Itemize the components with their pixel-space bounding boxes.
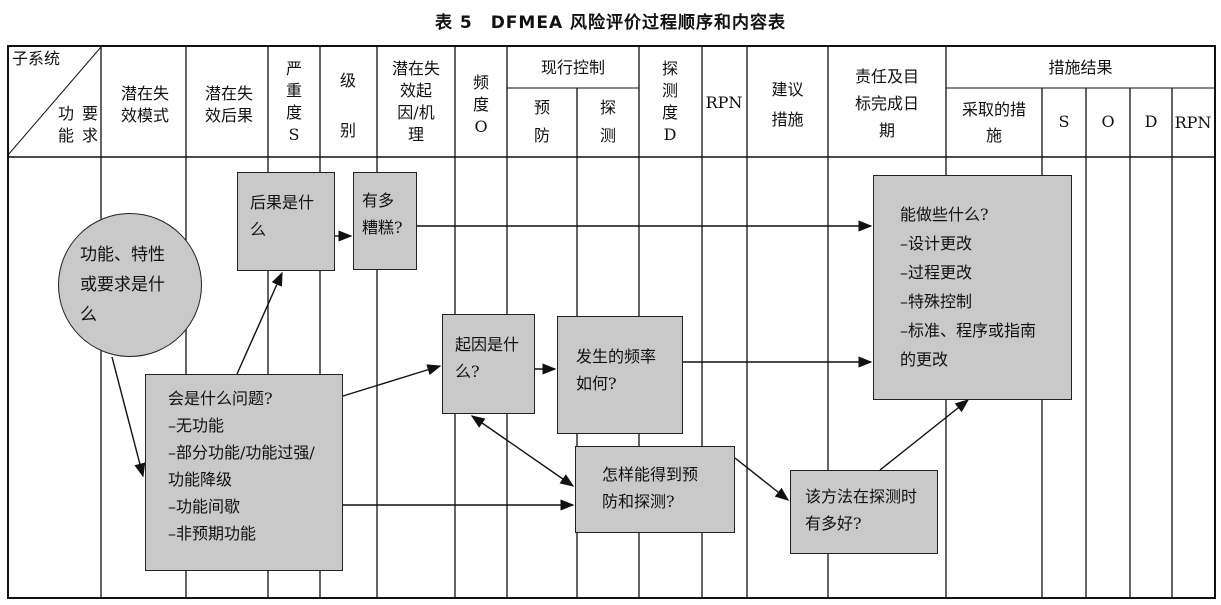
node-prevent-detect: 怎样能得到预防和探测?	[575, 446, 735, 533]
node-cause: 起因是什么?	[442, 314, 535, 414]
arrow-problem-to-cause	[342, 364, 442, 397]
header-prevention: 预防	[533, 98, 550, 145]
figure-title: 表 5 DFMEA 风险评价过程顺序和内容表	[434, 13, 787, 33]
header-detection-rating: 探测度D	[661, 59, 678, 144]
arrow-circle-to-problem	[111, 356, 146, 478]
header-subsystem: 子系统	[12, 49, 61, 68]
node-effect: 后果是什么	[237, 172, 335, 271]
header-severity: 严重度S	[285, 59, 302, 144]
node-frequency: 发生的频率如何?	[557, 316, 683, 434]
header-failure-effect: 潜在失效后果	[205, 84, 254, 125]
node-what-can-go-wrong: 会是什么问题?–无功能–部分功能/功能过强/功能降级–功能间歇–非预期功能	[145, 374, 343, 571]
header-cause: 潜在失效起因/机理	[391, 59, 440, 144]
header-action-results: 措施结果	[1048, 58, 1113, 77]
node-how-good-detection: 该方法在探测时有多好?	[790, 470, 938, 554]
header-actions-taken: 采取的措施	[962, 100, 1027, 145]
header-occurrence: 频度O	[472, 73, 489, 136]
arrow-how-good-to-actions	[879, 399, 970, 471]
header-failure-mode: 潜在失效模式	[121, 84, 170, 125]
header-recommended-actions: 建议措施	[771, 80, 804, 129]
arrow-problem-to-effect	[236, 271, 283, 375]
header-class: 级别	[339, 71, 356, 140]
header-current-controls: 现行控制	[540, 58, 605, 77]
node-how-bad: 有多糟糕?	[353, 172, 417, 270]
arrow-prevent-detect-to-how-good	[734, 457, 790, 501]
header-d: D	[1144, 112, 1158, 131]
arrow-cause-prevent-detect	[470, 415, 575, 487]
node-what-can-be-done: 能做些什么?–设计更改–过程更改–特殊控制–标准、程序或指南的更改	[873, 175, 1072, 400]
header-o: O	[1101, 112, 1115, 131]
header-s: S	[1058, 112, 1070, 131]
header-responsibility: 责任及目标完成日期	[854, 66, 919, 140]
node-function-requirement: 功能、特性或要求是什么	[58, 213, 202, 357]
header-detection: 探测	[599, 98, 616, 145]
header-function: 功能要求	[57, 104, 98, 145]
